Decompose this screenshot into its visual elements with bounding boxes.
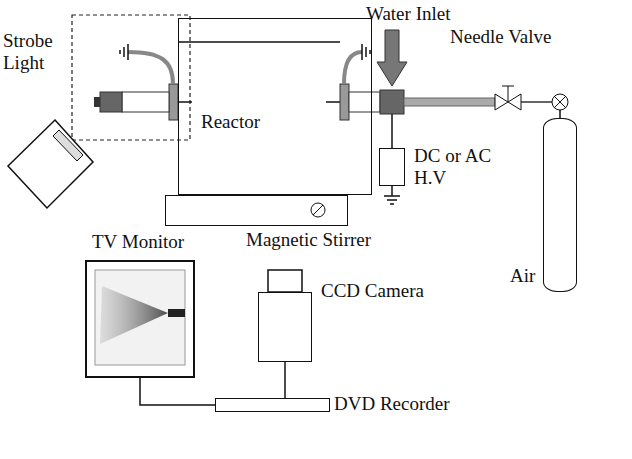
camera-lens <box>268 270 302 292</box>
monitor-screen <box>95 270 185 365</box>
ground-symbol <box>120 44 173 84</box>
needle-valve-symbol <box>495 86 521 110</box>
strobe-light: Strobe Light <box>5 118 95 210</box>
valve-label: Needle Valve <box>450 26 551 48</box>
electrode <box>326 101 340 103</box>
air-pipe <box>521 101 552 103</box>
cable <box>284 362 286 398</box>
node-label: Reactor <box>201 111 393 133</box>
electrode <box>178 101 192 103</box>
ground-symbol <box>384 186 400 204</box>
left-nozzle <box>94 84 178 120</box>
reactor-lid <box>178 41 340 43</box>
strobe-outline <box>5 118 95 210</box>
hv-supply: DC or AC H.V <box>379 148 405 186</box>
detail-frame <box>72 15 190 140</box>
ground-symbol <box>344 44 370 84</box>
inlet-arrow <box>377 30 407 86</box>
magnetic-stirrer: Magnetic Stirrer <box>165 195 348 226</box>
node-label: DVD Recorder <box>334 393 447 415</box>
node-label: Magnetic Stirrer <box>246 229 427 251</box>
air-pipe <box>404 98 495 106</box>
reactor-vessel: Reactor <box>178 18 372 195</box>
right-nozzle <box>340 84 404 120</box>
node-label: Strobe Light <box>3 30 69 74</box>
cylinder-valve <box>552 94 568 118</box>
stirrer-knob <box>311 203 325 217</box>
node-label: CCD Camera <box>321 280 373 302</box>
tv-monitor: TV Monitor <box>85 260 195 378</box>
air-cylinder: Air <box>543 118 577 292</box>
node-label: DC or AC H.V <box>414 145 500 189</box>
cable <box>140 378 215 405</box>
ccd-camera: CCD Camera <box>258 292 312 362</box>
node-label: TV Monitor <box>92 231 198 253</box>
node-label: Air <box>510 265 542 287</box>
hv-wire <box>391 114 393 148</box>
inlet-label: Water Inlet <box>366 3 450 25</box>
dvd-recorder: DVD Recorder <box>215 398 330 412</box>
